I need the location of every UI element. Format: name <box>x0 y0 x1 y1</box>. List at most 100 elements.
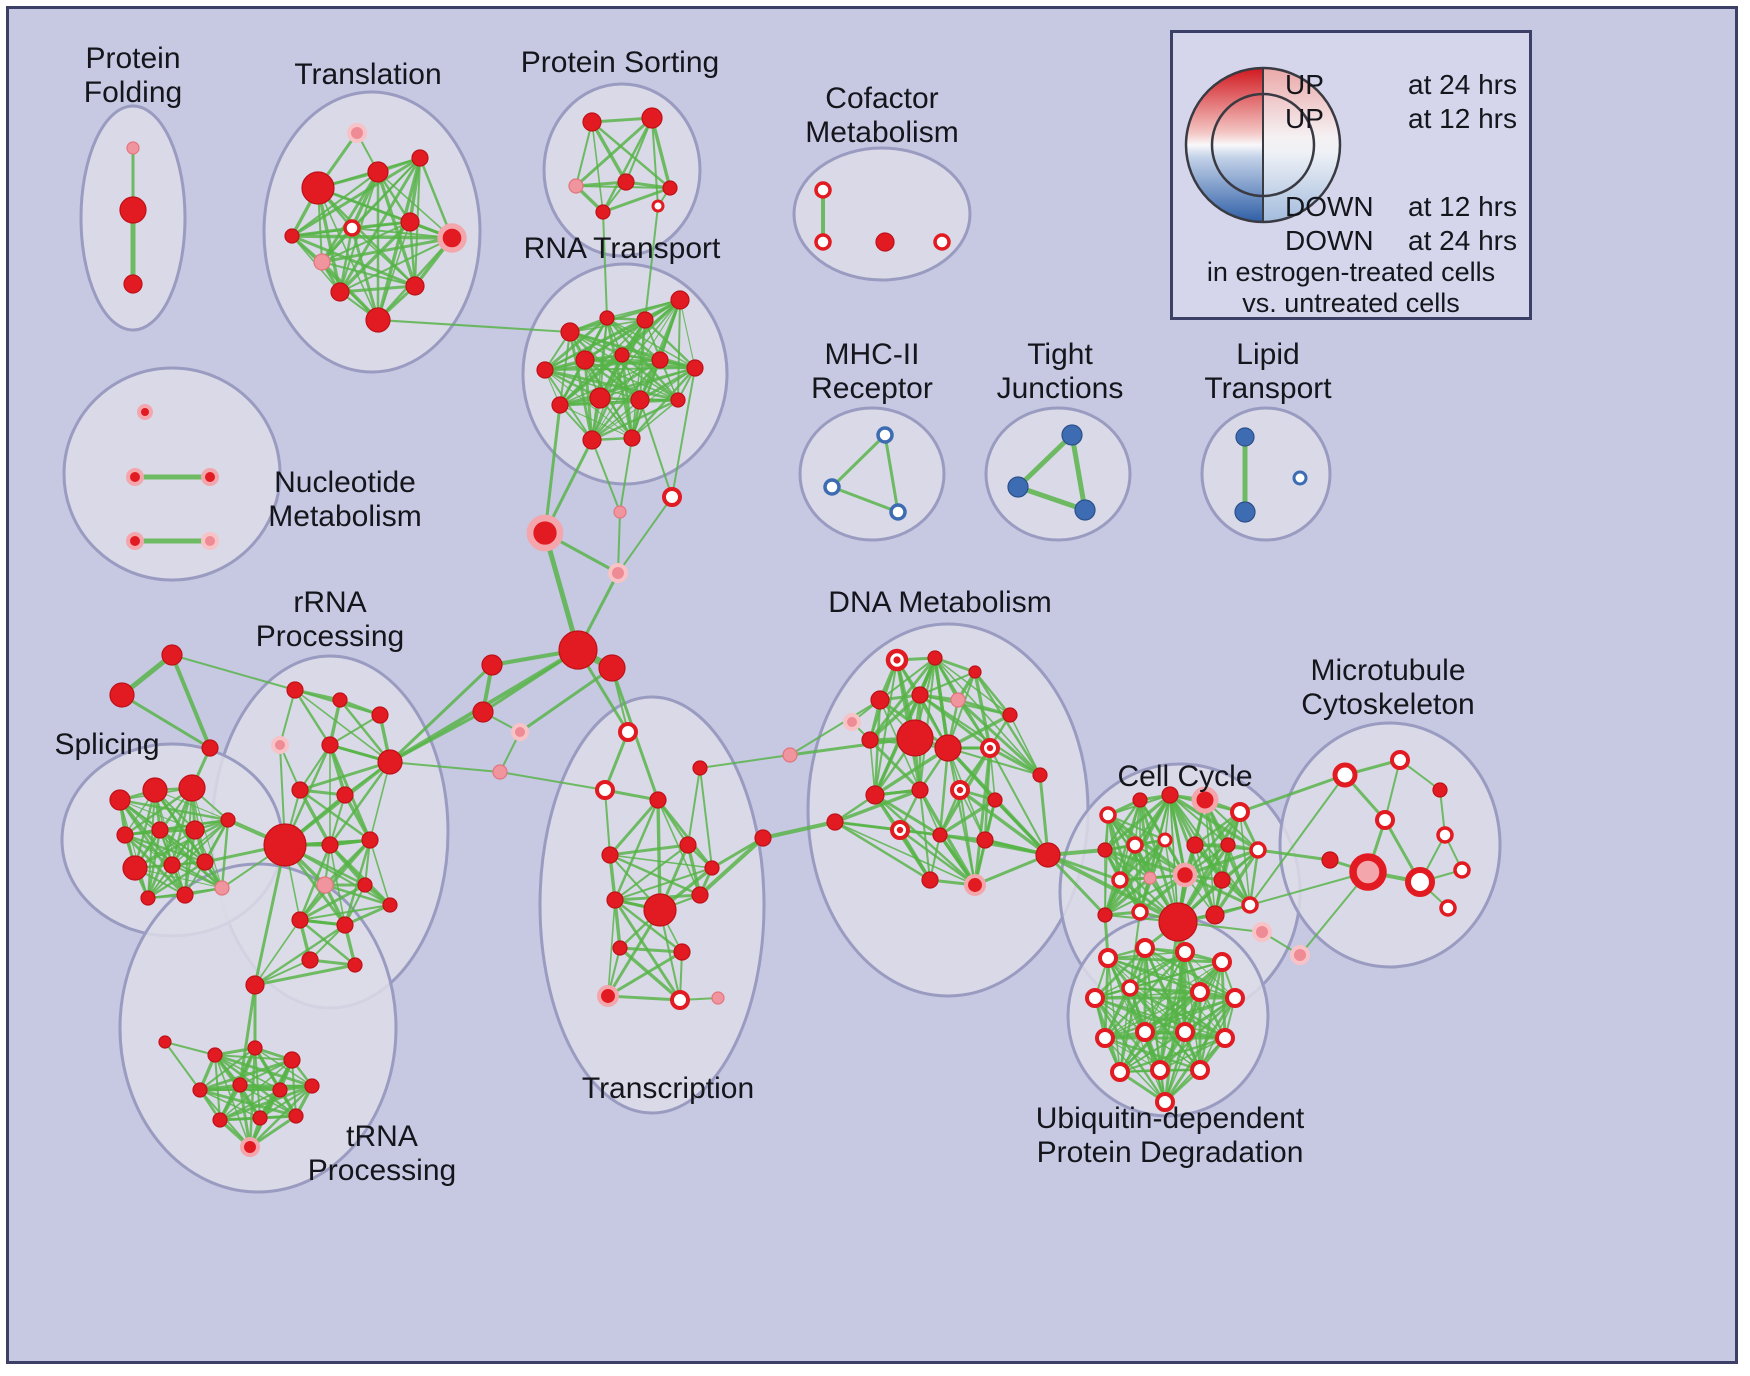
node-red <box>119 196 147 224</box>
node-blue_ring <box>823 478 841 496</box>
node-red <box>245 975 265 995</box>
network-edge <box>1119 987 1131 1073</box>
node-red <box>911 781 929 799</box>
cluster-label-protein-folding: Protein <box>85 42 180 75</box>
node-ring <box>1390 750 1410 770</box>
legend-time: at 12 hrs <box>1408 103 1517 134</box>
node-red <box>1035 842 1061 868</box>
node-center-dot <box>986 744 994 752</box>
node-red <box>589 387 611 409</box>
network-edge <box>298 903 392 922</box>
node-red_halo <box>240 1137 260 1157</box>
network-edge <box>248 1046 257 1149</box>
node-pink <box>568 178 584 194</box>
network-edge <box>320 236 454 264</box>
node-red <box>176 886 194 904</box>
node-pink_halo <box>1290 945 1310 965</box>
cluster-label-microtubule-cytoskeleton: Cytoskeleton <box>1301 688 1474 721</box>
network-edge <box>253 923 347 987</box>
network-edge <box>1015 484 1088 513</box>
node-red <box>272 1082 288 1098</box>
network-edge <box>606 908 662 998</box>
network-edge <box>604 789 611 856</box>
network-edge <box>568 298 682 334</box>
cluster-label-protein-folding: Folding <box>84 76 182 109</box>
node-red <box>612 940 628 956</box>
node-ring <box>1332 762 1358 788</box>
cluster-label-ubiquitin-degradation: Protein Degradation <box>1037 1136 1304 1169</box>
node-red <box>691 886 709 904</box>
node-red <box>575 350 595 370</box>
node-pink <box>313 253 331 271</box>
node-red <box>291 911 309 929</box>
network-edge <box>1239 811 1251 906</box>
network-edge <box>988 746 1050 857</box>
node-red_halo <box>126 468 144 486</box>
network-edge <box>630 366 697 440</box>
network-edge <box>558 366 697 407</box>
node-red <box>1097 842 1113 858</box>
node-red_halo <box>596 984 620 1008</box>
network-edge <box>656 798 714 870</box>
legend-time: at 24 hrs <box>1408 69 1517 100</box>
network-edge <box>1009 714 1041 776</box>
node-red <box>598 654 626 682</box>
network-edge <box>617 496 673 574</box>
node-red <box>976 831 994 849</box>
node-ring <box>1249 841 1267 859</box>
cluster-ellipse-tight-junctions <box>984 406 1132 542</box>
node-red <box>140 890 156 906</box>
network-edge <box>608 798 660 857</box>
network-edge <box>214 1054 281 1091</box>
node-pink <box>214 880 230 896</box>
network-edge <box>164 1041 201 1091</box>
network-edge <box>1103 798 1142 852</box>
network-edge <box>328 713 382 747</box>
cluster-label-tight-junctions: Junctions <box>997 372 1124 405</box>
network-edge <box>258 1084 314 1120</box>
node-ring <box>1190 1060 1210 1080</box>
network-edge <box>601 116 654 214</box>
network-edge <box>1227 844 1251 906</box>
network-edge <box>290 170 380 238</box>
node-blue <box>1234 501 1256 523</box>
network-edge <box>1384 759 1401 821</box>
node-red <box>377 749 403 775</box>
node-red <box>252 1110 268 1126</box>
node-red <box>754 829 772 847</box>
network-edge <box>1038 773 1050 857</box>
node-red_halo <box>1191 786 1219 814</box>
node-red <box>670 290 690 310</box>
network-edge <box>164 1041 216 1056</box>
network-edge <box>320 260 417 288</box>
network-edge <box>631 319 646 439</box>
legend-caption: in estrogen-treated cells vs. untreated … <box>1173 257 1529 319</box>
node-pink <box>316 876 334 894</box>
cluster-label-microtubule-cytoskeleton: Microtubule <box>1310 654 1465 687</box>
node-red <box>875 232 895 252</box>
network-edge <box>830 433 887 489</box>
node-pink_ring <box>1349 853 1387 891</box>
network-edge <box>868 656 937 742</box>
cluster-ellipse-lipid-transport <box>1200 406 1332 542</box>
network-edge <box>833 820 932 882</box>
node-red <box>861 731 879 749</box>
node-ring <box>1121 979 1139 997</box>
node-red <box>336 916 354 934</box>
node-pink <box>613 505 627 519</box>
network-edge <box>590 120 628 184</box>
network-edge <box>147 819 229 899</box>
node-red <box>330 282 350 302</box>
node-red <box>1161 786 1179 804</box>
network-edge <box>191 787 223 889</box>
node-red <box>636 311 654 329</box>
node-ring <box>1135 938 1155 958</box>
node-red <box>1132 792 1148 808</box>
node-ring <box>1241 896 1259 914</box>
network-edge <box>218 1084 314 1122</box>
network-edge <box>1128 950 1187 990</box>
network-edge <box>146 828 162 900</box>
network-edge <box>788 736 917 757</box>
network-edge <box>1129 961 1223 989</box>
network-edge <box>350 226 454 240</box>
